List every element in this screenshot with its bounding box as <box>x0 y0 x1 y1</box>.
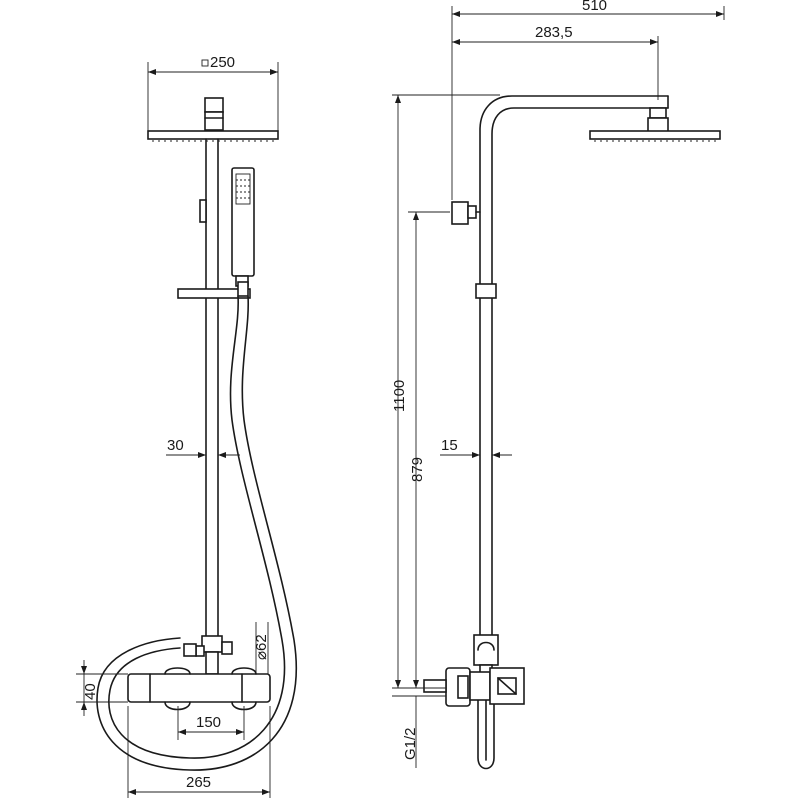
mixer-diameter-dimension: ⌀62 <box>253 622 270 676</box>
arm-reach-dimension: 283,5 <box>452 24 659 100</box>
arm-reach-label: 283,5 <box>535 24 573 41</box>
mixer-height-dimension: 40 <box>76 660 128 716</box>
diverter-block <box>183 635 233 675</box>
head-width-label: 250 <box>210 54 235 71</box>
mixer-centers-label: 150 <box>196 714 221 731</box>
side-shower-head <box>589 107 721 142</box>
rail-width-dimension: 30 <box>166 437 240 458</box>
shower-hose <box>96 295 298 771</box>
vertical-rail <box>199 138 219 639</box>
thermostatic-mixer <box>127 667 271 711</box>
head-width-dimension: 250 <box>147 54 279 132</box>
front-view: 250 <box>76 54 298 798</box>
connection-thread-label: G1/2 <box>402 727 419 760</box>
mixer-centers-dimension: 150 <box>177 706 245 740</box>
overall-projection-dimension: 510 <box>451 0 725 200</box>
rain-shower-head <box>147 97 279 142</box>
square-symbol-icon <box>201 59 209 67</box>
mixer-length-dimension: 265 <box>127 706 271 798</box>
overall-projection-label: 510 <box>582 0 607 14</box>
total-height-dimension: 1100 <box>391 94 500 688</box>
shower-column <box>475 95 669 636</box>
mixer-to-head-label: 879 <box>409 457 426 482</box>
hand-shower-outlet <box>451 201 481 225</box>
mixer-diameter-label: ⌀62 <box>253 634 270 660</box>
hand-shower <box>231 167 255 287</box>
total-height-label: 1100 <box>391 380 408 412</box>
slide-holder <box>177 281 251 299</box>
side-view: 510 283,5 1100 879 <box>391 0 725 770</box>
side-pipe-label: 15 <box>441 437 458 454</box>
mixer-to-head-dimension: 879 <box>408 211 450 688</box>
side-mixer-connection <box>423 634 525 770</box>
connection-thread-dimension: G1/2 <box>392 687 446 768</box>
rail-width-label: 30 <box>167 437 184 454</box>
side-pipe-dimension: 15 <box>440 437 512 458</box>
mixer-height-label: 40 <box>82 683 99 700</box>
mixer-length-label: 265 <box>186 774 211 791</box>
